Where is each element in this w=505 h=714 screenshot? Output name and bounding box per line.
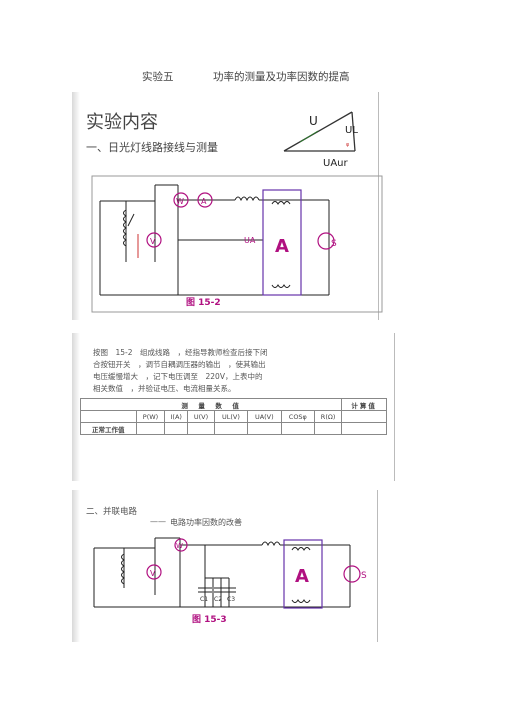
slide1-heading: 实验内容 xyxy=(86,112,158,133)
circuit-fig-15-2-labels: V W A S UA A 图 15-2 xyxy=(150,197,337,308)
wattmeter-label: W xyxy=(176,197,184,206)
fig-15-3-caption: 图 15-3 xyxy=(192,614,227,625)
circuit-fig-15-3 xyxy=(93,537,361,609)
slide3-subheading: 电路功率因数的改善 xyxy=(170,518,242,527)
table-cell xyxy=(246,422,282,435)
procedure-line-1: 按图 15-2 组成线路 ，经指导教师检查后接下闭 xyxy=(93,348,268,357)
table-cell xyxy=(280,422,315,435)
table-cell xyxy=(187,422,216,435)
procedure-line-3: 电压缓慢增大 ，记下电压调至 220V，上表中的 xyxy=(93,372,263,381)
procedure-line-2: 合按钮开关 ，调节自耦调压器的输出 ，使其输出 xyxy=(93,360,266,369)
wattmeter-label-2: W xyxy=(176,542,183,550)
slide-procedure xyxy=(72,333,395,481)
measurement-table: 测 量 数 值 计算值 P(W) I(A) U(V) UL(V) UA(V) C… xyxy=(79,398,387,435)
switch-label-2: S xyxy=(361,571,367,581)
voltmeter-label: V xyxy=(150,237,156,246)
page-title-topic: 功率的测量及功率因数的提高 xyxy=(213,71,350,83)
switch-label: S xyxy=(331,239,337,249)
phasor-uaur-label: UAur xyxy=(323,158,348,169)
slide-parallel-circuit xyxy=(72,490,378,642)
voltmeter-label-2: V xyxy=(150,569,156,578)
circuit-fig-15-2 xyxy=(91,175,383,313)
slide-experiment-content xyxy=(72,92,379,320)
phasor-ul-label: UL xyxy=(345,125,358,136)
svg-text:φ: φ xyxy=(346,142,350,148)
slide3-dash: —— xyxy=(150,517,166,526)
capacitor-c1-label: C1 xyxy=(200,596,208,603)
phasor-diagram: U UL UAur φ xyxy=(283,111,358,169)
table-cell xyxy=(135,422,166,435)
ammeter-label: A xyxy=(201,197,207,206)
page-title-experiment: 实验五 xyxy=(142,71,174,83)
slide3-heading: 二、并联电路 xyxy=(86,507,138,517)
circuit-fig-15-3-labels: V W S A C1 C2 C3 图 15-3 xyxy=(150,542,367,625)
ua-label: UA xyxy=(244,236,256,245)
fig-15-2-caption: 图 15-2 xyxy=(186,297,221,308)
procedure-line-4: 相关数值 ，并验证电压、电流相量关系。 xyxy=(93,384,236,393)
table-cell xyxy=(341,422,387,435)
capacitor-c3-label: C3 xyxy=(227,596,235,603)
lamp-label-2: A xyxy=(295,566,309,587)
lamp-label: A xyxy=(275,236,289,257)
slide1-subheading: 一、日光灯线路接线与测量 xyxy=(86,141,218,154)
phasor-u-label: U xyxy=(309,114,318,128)
capacitor-c2-label: C2 xyxy=(214,596,222,603)
